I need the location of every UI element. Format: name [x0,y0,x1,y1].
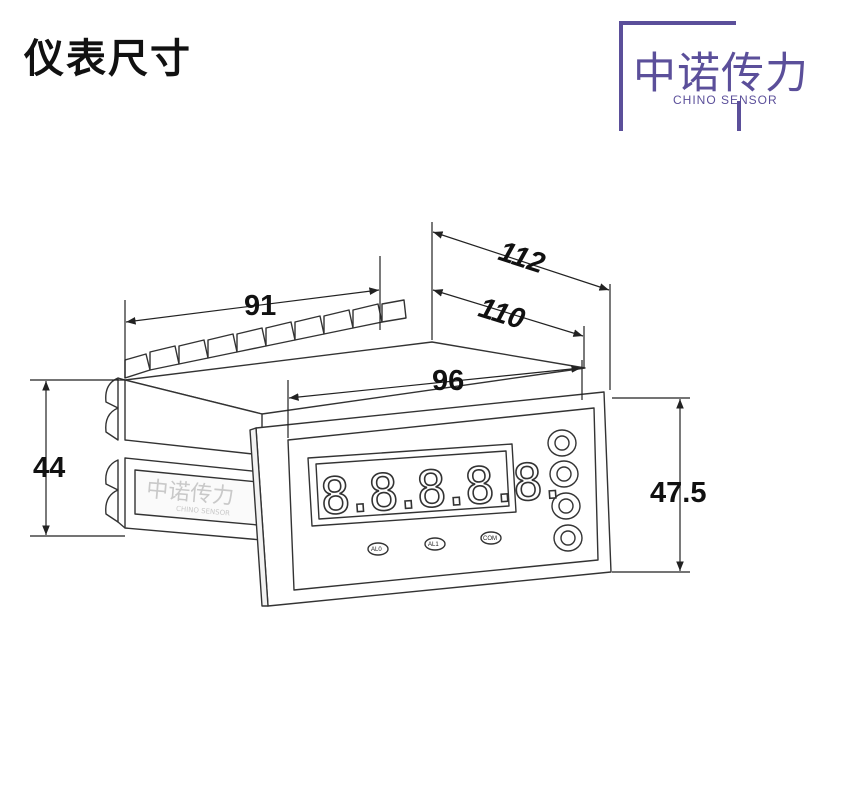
dim-depth-total: 112 [495,235,549,280]
rear-connectors [105,377,126,529]
dim-body-length: 91 [244,290,276,322]
logo-chinese: 中诺传力 [633,49,809,99]
dim-front-height: 47.5 [650,477,706,509]
brand-logo: 中诺传力 CHINO SENSOR [619,21,841,131]
logo-english: CHINO SENSOR [673,93,778,107]
indicator-label-al0: AL0 [371,547,382,553]
dim-front-width: 96 [432,365,464,397]
display-window-inner [315,450,510,520]
indicator-label-al1: AL1 [428,542,439,548]
logo-bar-right [737,101,741,131]
logo-bar-top [619,21,736,25]
logo-bar-left [619,21,623,131]
front-buttons [547,429,583,552]
page-title: 仪表尺寸 [24,36,192,82]
dim-body-height: 44 [33,452,65,484]
indicator-label-com: COM [483,536,497,542]
dim-depth-body: 110 [475,292,529,336]
bezel-side [249,427,269,607]
